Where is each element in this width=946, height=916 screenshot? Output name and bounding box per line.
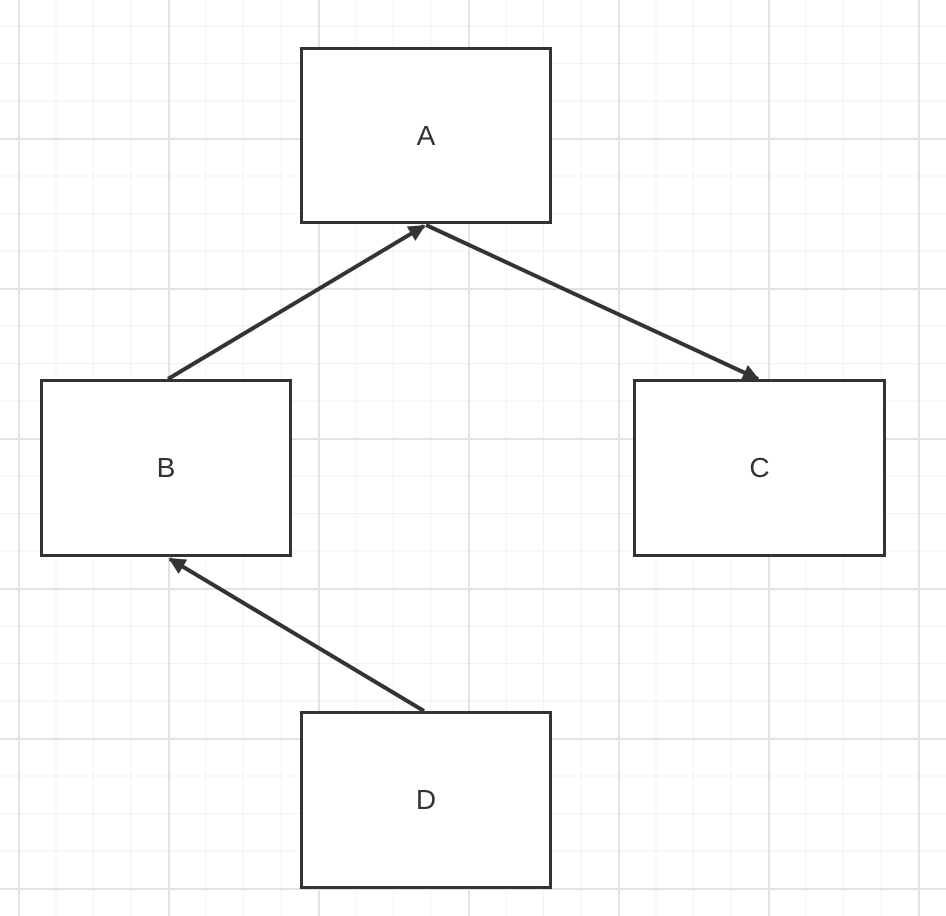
node-b-label: B (156, 452, 176, 483)
node-b[interactable]: B (40, 379, 292, 557)
node-a[interactable]: A (300, 47, 552, 224)
node-d-label: D (415, 784, 437, 815)
edge-a-to-c (425, 223, 760, 381)
node-d[interactable]: D (300, 711, 552, 889)
edge-d-to-b (168, 557, 426, 713)
node-c[interactable]: C (633, 379, 886, 557)
node-a-label: A (416, 119, 436, 151)
node-c-label: C (749, 452, 770, 483)
edge-b-to-a (166, 224, 426, 381)
